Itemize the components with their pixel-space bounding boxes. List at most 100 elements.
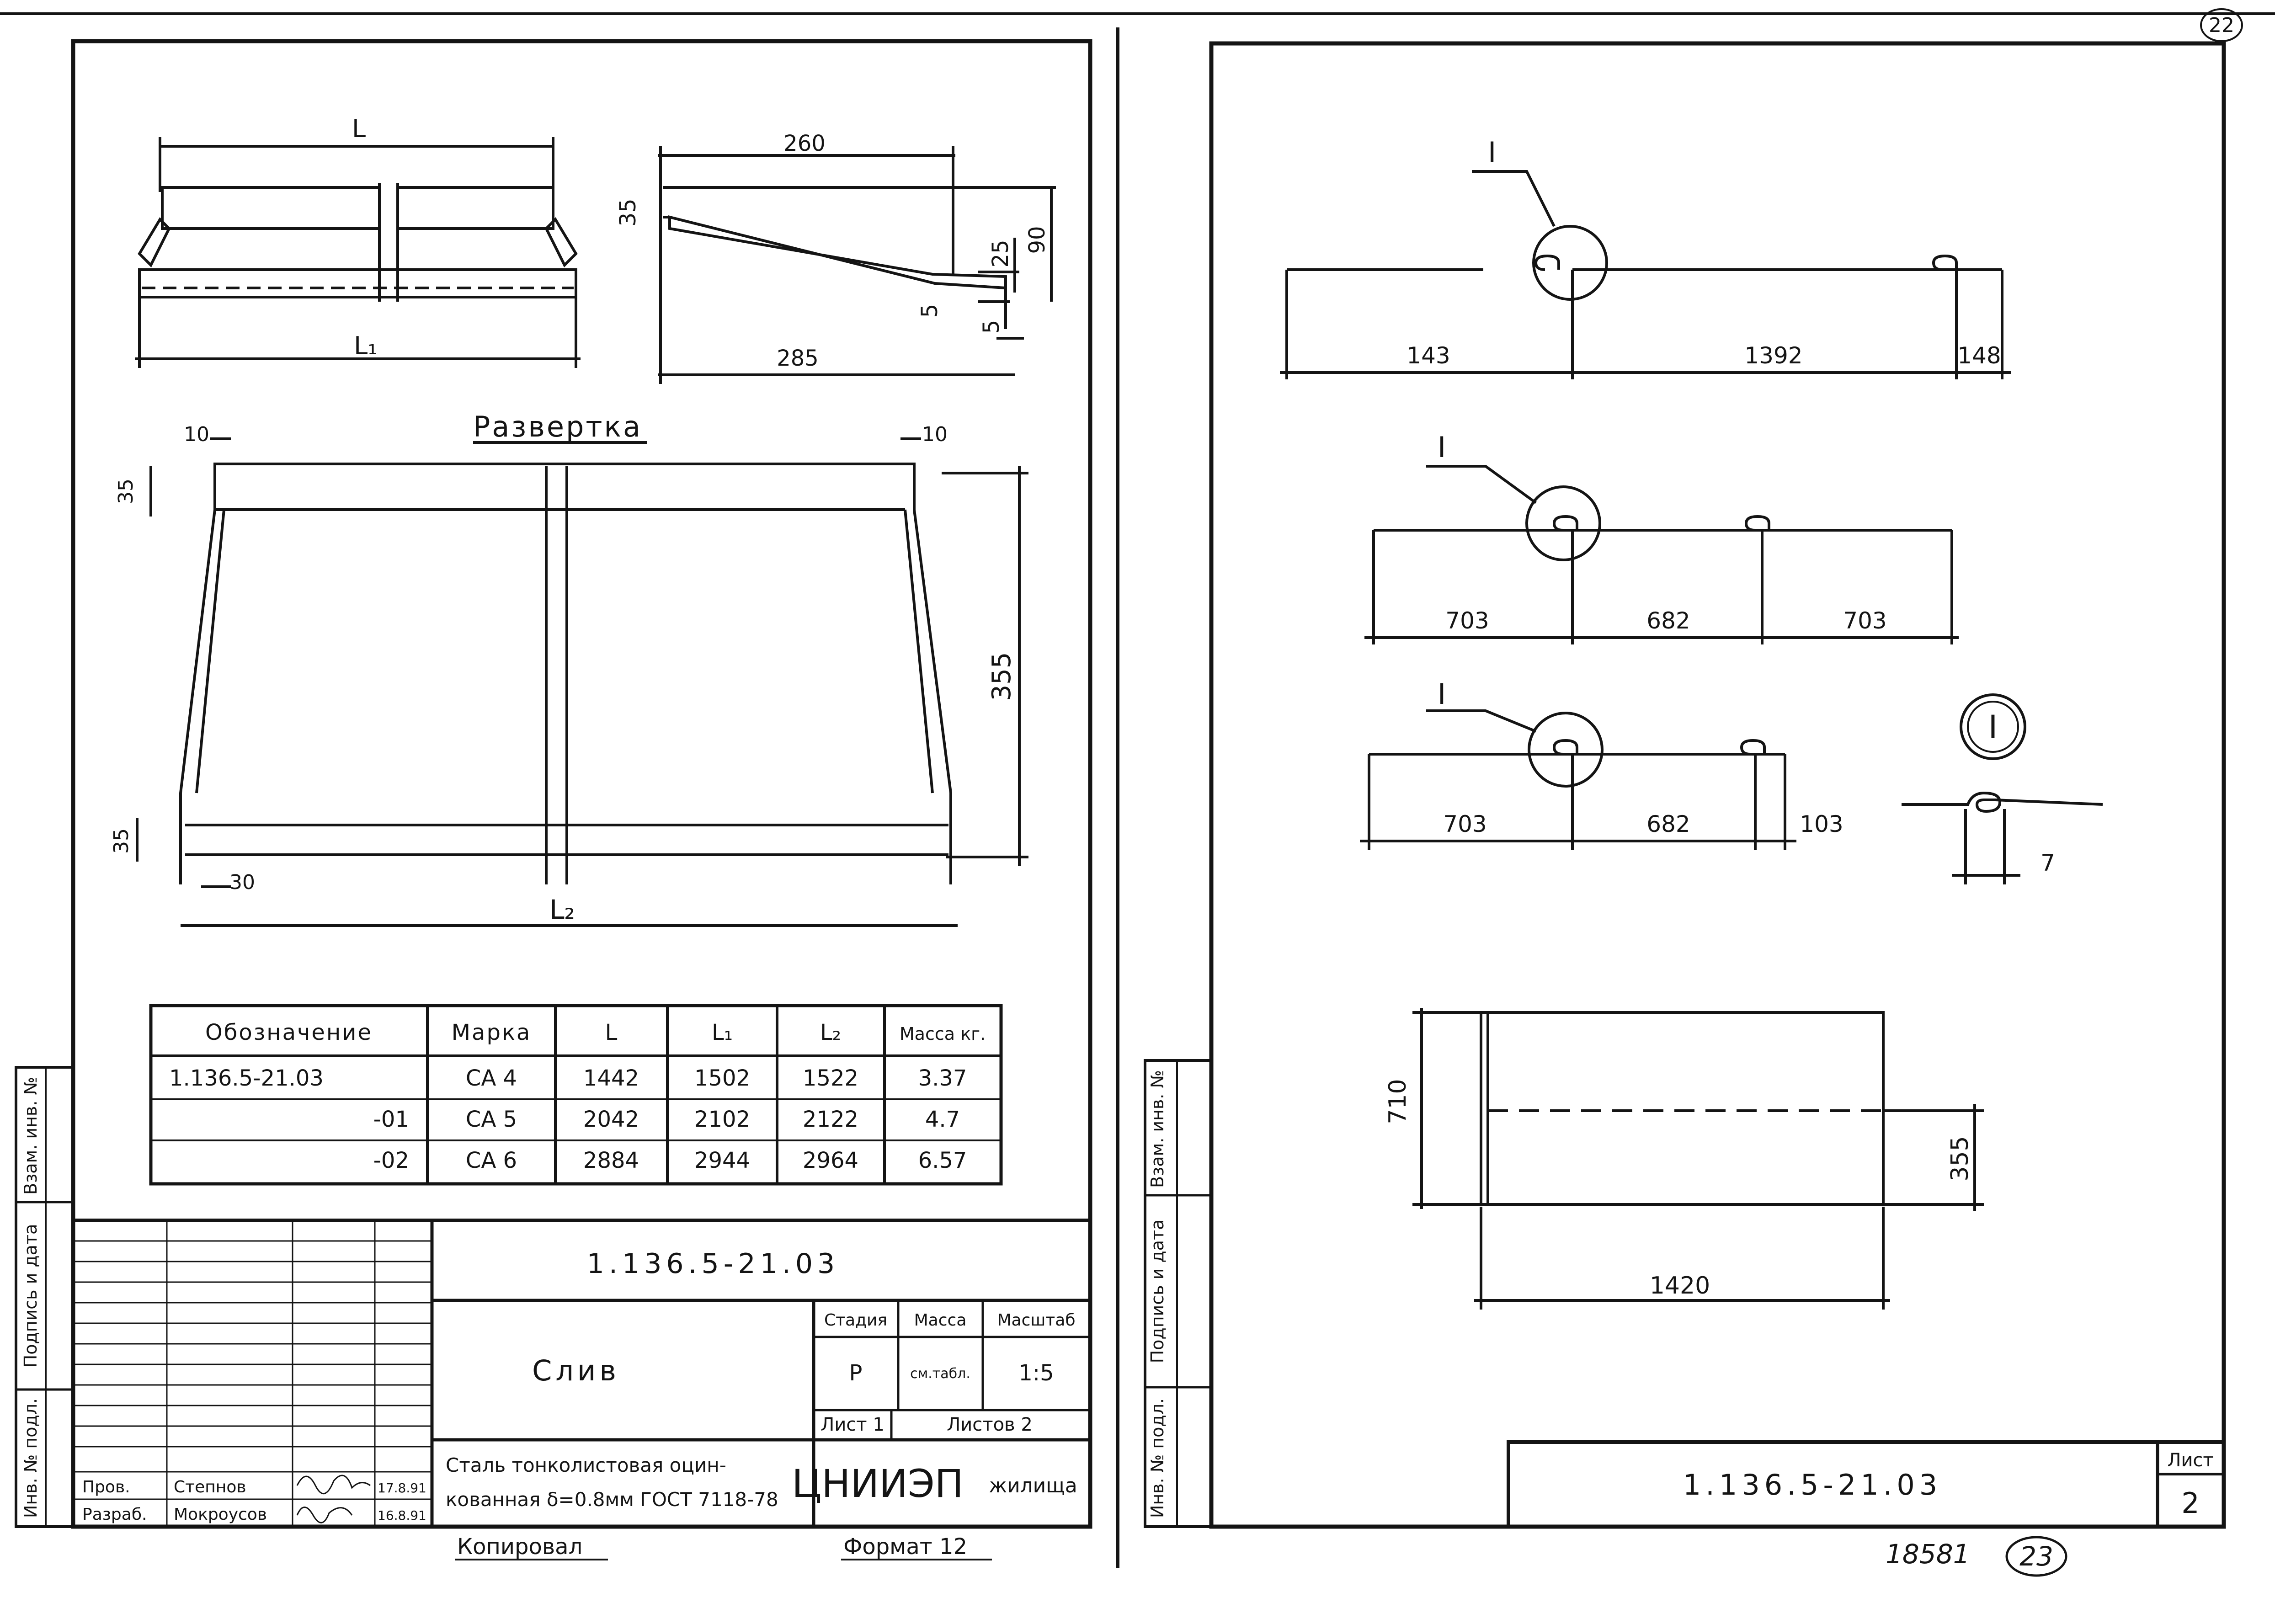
callout-label-3: I (1438, 677, 1446, 711)
margin-vzam-right: Взам. инв. № (1147, 1070, 1167, 1188)
page-number-circle (2005, 1536, 2067, 1577)
left-sheet-frame (71, 39, 1092, 1529)
tb-sheet-label: Лист 1 (820, 1414, 884, 1435)
table-cell: 2944 (694, 1148, 750, 1173)
row1-dim-148: 148 (1957, 342, 2001, 369)
profile-dim-5b: 5 (979, 320, 1004, 334)
row3-dim-103: 103 (1800, 811, 1843, 837)
tb-razrab-date: 16.8.91 (378, 1508, 426, 1523)
tb-scale: 1:5 (1018, 1360, 1054, 1386)
blank-plan-view: 710 355 1420 (1384, 1008, 1984, 1310)
tb-mass-label: Масса (914, 1311, 967, 1330)
tb-right-sheet-label: Лист (2167, 1450, 2213, 1471)
table-cell: 2122 (803, 1107, 858, 1132)
right-margin-strip: Взам. инв. № Подпись и дата Инв. № подл. (1144, 1059, 1213, 1528)
margin-podpis-right: Подпись и дата (1147, 1219, 1167, 1363)
right-sheet-frame (1209, 41, 2226, 1529)
tb-material-1: Сталь тонколистовая оцин- (446, 1454, 726, 1476)
signature-2 (296, 1507, 353, 1523)
tb-mass: см.табл. (910, 1366, 970, 1382)
title-block-left: 1.136.5-21.03 Слив Сталь тонколистовая о… (71, 1219, 1092, 1560)
table-cell: СА 4 (466, 1065, 517, 1091)
profile-row-1: I 143 1392 148 (1280, 136, 2011, 379)
table-cell: -02 (373, 1148, 409, 1173)
razvertka-title: Развертка (473, 410, 642, 443)
corner-number-circle (2200, 8, 2243, 42)
page-number: 23 (2019, 1541, 2053, 1572)
razvertka-dim-10-left: 10 (184, 423, 209, 446)
razvertka-dim-35-bottom: 35 (110, 828, 133, 854)
tb-razrab-role: Разраб. (82, 1505, 147, 1524)
profile-dim-35: 35 (615, 198, 641, 226)
tb-org2: жилища (989, 1474, 1077, 1497)
tb-copy-label: Копировал (457, 1534, 582, 1560)
razvertka-dim-30: 30 (229, 871, 255, 894)
detail-I-dim-7: 7 (2041, 850, 2055, 876)
table-cell: 2042 (583, 1107, 639, 1132)
blank-dim-355: 355 (1946, 1136, 1974, 1181)
table-cell: 2964 (803, 1148, 858, 1173)
razvertka-dim-35-top: 35 (114, 479, 138, 504)
razvertka-drawing: Развертка 10 10 35 355 35 (110, 410, 1028, 927)
table-header-massa: Масса кг. (900, 1024, 986, 1044)
profile-dim-285: 285 (777, 346, 819, 371)
table-cell: 6.57 (918, 1148, 967, 1173)
callout-circle-2 (1525, 485, 1601, 561)
table-header-L: L (605, 1020, 618, 1045)
razvertka-dim-L2: L₂ (549, 894, 575, 925)
razvertka-dim-355: 355 (987, 652, 1017, 701)
spec-table: Обозначение Марка L L₁ L₂ Масса кг. 1.13… (149, 1004, 1003, 1186)
signature-1 (296, 1475, 371, 1495)
table-cell: 1502 (694, 1065, 750, 1091)
dim-label-L: L (352, 114, 366, 143)
tb-razrab-name: Мокроусов (174, 1505, 267, 1524)
table-cell: 3.37 (918, 1065, 967, 1091)
table-cell: 1442 (583, 1065, 639, 1091)
table-header-L1: L₁ (712, 1020, 733, 1045)
row3-dim-703: 703 (1443, 811, 1486, 837)
corner-number: 22 (2209, 14, 2234, 37)
margin-inv: Инв. № подл. (21, 1398, 41, 1518)
table-cell: 2102 (694, 1107, 750, 1132)
tb-right-sheet-no: 2 (2181, 1486, 2199, 1520)
margin-inv-right: Инв. № подл. (1147, 1398, 1167, 1518)
left-margin-strip: Взам. инв. № Подпись и дата Инв. № подл. (15, 1066, 75, 1528)
row3-dim-682: 682 (1646, 811, 1690, 837)
table-header-L2: L₂ (820, 1020, 841, 1045)
dim-label-L1: L₁ (354, 331, 378, 360)
right-sheet: I 143 1392 148 I 703 682 703 (0, 8, 2275, 1577)
tb-stage-label: Стадия (824, 1311, 887, 1330)
row2-dim-682: 682 (1646, 607, 1690, 634)
callout-circle-3 (1528, 712, 1604, 788)
callout-circle-1 (1532, 225, 1608, 301)
archive-number: 18581 (1886, 1539, 1970, 1570)
callout-label-1: I (1488, 136, 1496, 169)
detail-I: I 7 (1902, 693, 2103, 884)
tb-sheets-label: Листов 2 (947, 1414, 1033, 1435)
left-sheet: L L₁ 260 285 35 25 90 5 5 (15, 39, 1092, 1560)
title-block-right: 1.136.5-21.03 Лист 2 (1507, 1440, 2226, 1528)
table-cell: -01 (373, 1107, 409, 1132)
table-header-oboznachenie: Обозначение (205, 1020, 373, 1045)
tb-prov-date: 17.8.91 (378, 1480, 426, 1496)
margin-vzam: Взам. инв. № (21, 1077, 41, 1195)
row1-dim-143: 143 (1407, 342, 1450, 369)
margin-podpis: Подпись и дата (21, 1224, 41, 1368)
table-cell: СА 5 (466, 1107, 517, 1132)
tb-scale-label: Масштаб (997, 1311, 1075, 1330)
profile-dim-90: 90 (1024, 226, 1050, 254)
tb-prov-name: Степнов (174, 1478, 246, 1496)
table-cell: 4.7 (925, 1107, 960, 1132)
detail-I-circle (1960, 693, 2026, 760)
tb-right-doc-code: 1.136.5-21.03 (1683, 1468, 1942, 1502)
tb-org: ЦНИИЭП (792, 1461, 964, 1506)
table-cell: 1.136.5-21.03 (169, 1065, 324, 1091)
row2-dim-703b: 703 (1843, 607, 1886, 634)
row1-dim-1392: 1392 (1744, 342, 1802, 369)
table-cell: 1522 (803, 1065, 858, 1091)
profile-section-drawing: 260 285 35 25 90 5 5 (615, 131, 1056, 384)
profile-row-3: I 703 682 103 (1360, 677, 1843, 850)
table-cell: 2884 (583, 1148, 639, 1173)
tb-format-label: Формат 12 (843, 1534, 967, 1560)
